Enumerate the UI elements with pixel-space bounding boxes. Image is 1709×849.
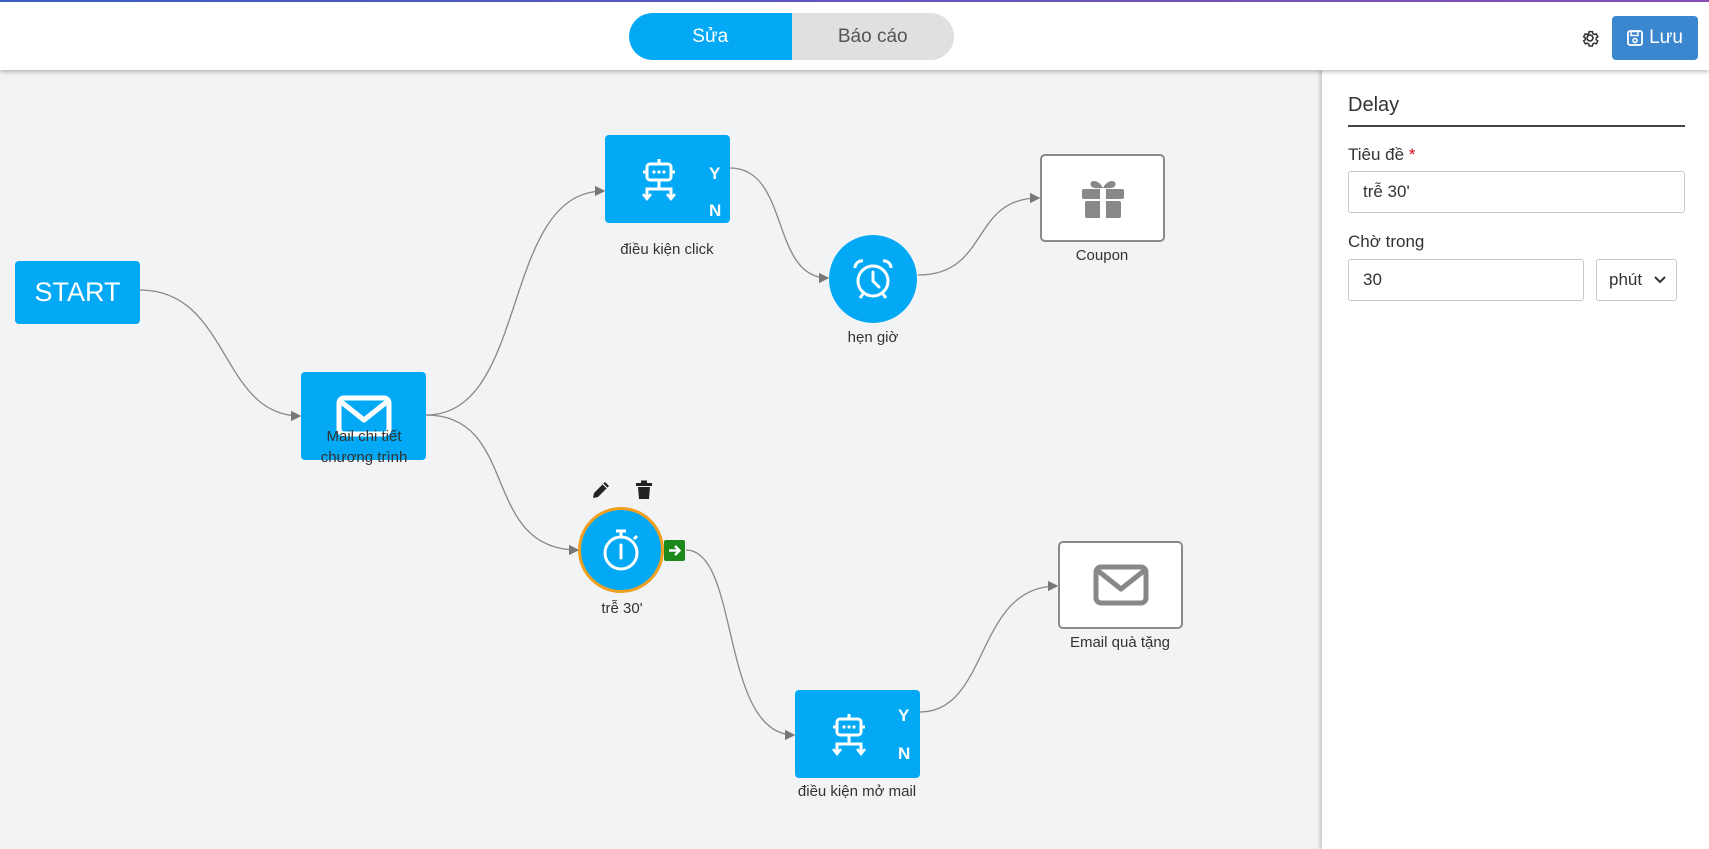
mail-node[interactable] (301, 372, 426, 460)
alarm-clock-icon (853, 259, 893, 299)
click-no-label[interactable]: N (709, 201, 722, 220)
wait-unit-select[interactable]: phút (1596, 259, 1677, 301)
open-yes-label[interactable]: Y (898, 706, 910, 725)
mail-node-label: Mail chi tiết chương trình (284, 426, 444, 468)
mail-label-line2: chương trình (320, 449, 408, 466)
wait-field-label: Chờ trong (1348, 232, 1425, 251)
connector-handle[interactable] (664, 540, 685, 561)
flow-canvas[interactable]: START Mail chi tiết chương trình Y N điề… (0, 70, 1322, 849)
schedule-label: hẹn giờ (847, 329, 899, 346)
edge-mail-delay (425, 414, 580, 556)
click-yes-label[interactable]: Y (709, 164, 721, 183)
delay-node[interactable] (578, 507, 664, 593)
save-button[interactable]: Lưu (1612, 16, 1698, 60)
envelope-icon (1093, 564, 1148, 606)
mode-toggle: Sửa Báo cáo (629, 13, 954, 60)
click-condition-label: điều kiện click (620, 241, 714, 258)
top-accent-line (0, 0, 1709, 2)
trash-icon[interactable] (635, 480, 653, 500)
open-no-label[interactable]: N (898, 744, 911, 763)
arrow-right-icon (669, 545, 682, 556)
robot-icon (641, 159, 676, 201)
open-condition-label: điều kiện mở mail (797, 783, 917, 800)
wait-duration-input[interactable]: 30 (1348, 259, 1584, 301)
panel-divider (1348, 125, 1685, 127)
start-label: START (34, 277, 121, 307)
edge-click-schedule (729, 167, 830, 284)
coupon-label: Coupon (1075, 247, 1129, 264)
save-label: Lưu (1649, 27, 1683, 48)
coupon-node[interactable] (1040, 154, 1165, 242)
title-input[interactable]: trễ 30' (1348, 171, 1685, 213)
pencil-icon[interactable] (591, 480, 611, 500)
edge-mail-click (425, 185, 606, 416)
floppy-disk-icon (1627, 30, 1643, 46)
edge-start-mail (139, 289, 302, 422)
tab-edit[interactable]: Sửa (629, 13, 792, 60)
gift-email-node[interactable] (1058, 541, 1183, 629)
wait-unit-value: phút (1609, 270, 1643, 289)
title-field-label: Tiêu đề * (1348, 145, 1415, 165)
gift-icon (1081, 181, 1124, 218)
click-condition-node[interactable] (605, 135, 730, 223)
schedule-node[interactable] (829, 235, 917, 323)
edge-open-giftemail (919, 580, 1059, 713)
required-mark: * (1408, 145, 1416, 164)
panel-title: Delay (1348, 94, 1400, 116)
edge-schedule-coupon (917, 192, 1041, 276)
title-label-text: Tiêu đề (1348, 145, 1405, 164)
delay-label: trễ 30' (601, 600, 643, 617)
top-bar: Sửa Báo cáo Lưu (0, 2, 1709, 70)
open-condition-node[interactable] (795, 690, 920, 778)
edge-delay-open (685, 549, 796, 741)
envelope-icon (336, 395, 391, 437)
tab-report[interactable]: Báo cáo (837, 25, 908, 47)
chevron-down-icon (1654, 276, 1666, 284)
stopwatch-icon (603, 529, 639, 571)
properties-panel: Delay Tiêu đề * trễ 30' Chờ trong 30 phú… (1322, 70, 1709, 849)
robot-icon (831, 714, 866, 756)
mail-label-line1: Mail chi tiết (326, 428, 402, 445)
start-node[interactable]: START (15, 261, 140, 324)
gift-email-label: Email quà tặng (1069, 634, 1171, 651)
flow-connections (139, 167, 1059, 741)
gear-icon[interactable] (1580, 28, 1600, 48)
